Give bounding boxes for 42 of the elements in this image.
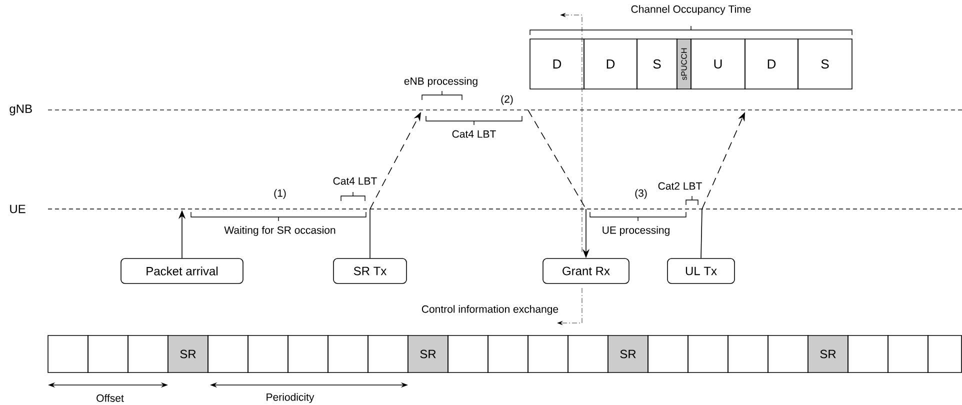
sr-slot: SR [408,335,448,373]
timeline: UE [10,204,962,214]
slot-cell [48,335,88,373]
slot-cell [648,335,688,373]
event-box: SR Tx [333,258,407,284]
slot-cell [448,335,488,373]
slot-cell [848,335,888,373]
step-number: (2) [501,95,513,105]
dimension-label: Periodicity [266,393,314,403]
event-box: UL Tx [667,258,735,284]
slot-cell [488,335,528,373]
bracket-label: UE processing [602,226,670,236]
sr-slot: SR [608,335,648,373]
slot-cell [88,335,128,373]
slot-cell [208,335,248,373]
slot-cell: D [530,38,584,90]
slot-cell: D [584,38,638,90]
bracket-label: Cat4 LBT [452,130,496,138]
slot-cell [888,335,928,373]
slot-cell: U [690,38,746,90]
slot-cell [688,335,728,373]
bracket-label: Cat2 LBT [658,182,702,190]
dimension-label: Offset [96,394,124,402]
slot-cell [928,335,962,373]
slot-cell [528,335,568,373]
span-label: Channel Occupancy Time [631,5,751,15]
bracket-label: eNB processing [404,77,478,87]
control-slot: sPUCCH [676,38,692,90]
slot-cell: D [744,38,798,90]
slot-cell [288,335,328,373]
slot-cell [248,335,288,373]
slot-cell [728,335,768,373]
event-box: Grant Rx [542,258,630,284]
event-box: Packet arrival [120,258,244,284]
sr-slot: SR [168,335,208,373]
annotation-label: Control information exchange [422,305,558,315]
slot-cell [328,335,368,373]
timeline: gNB [10,104,962,116]
slot-cell: S [798,38,852,90]
bracket-label: Waiting for SR occasion [224,226,336,236]
bracket-label: Cat4 LBT [333,177,377,185]
sr-slot: SR [808,335,848,373]
